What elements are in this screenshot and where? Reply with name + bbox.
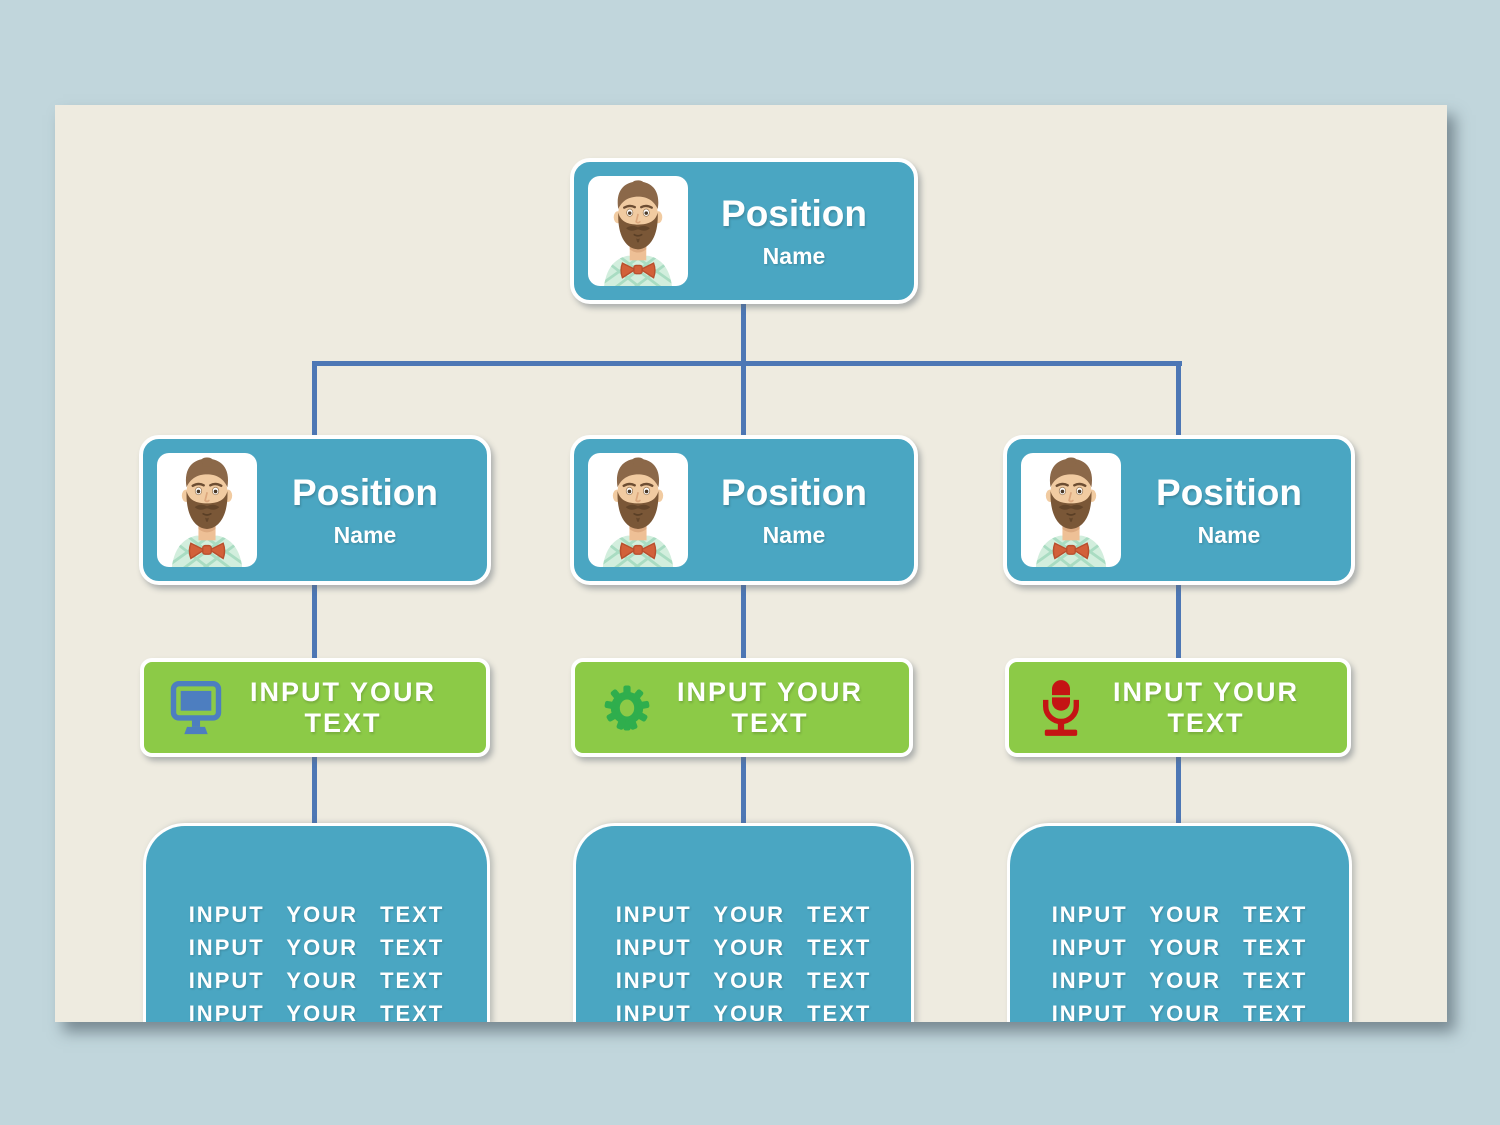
avatar-man-icon (588, 453, 688, 567)
text-box-lines: INPUT YOUR TEXT INPUT YOUR TEXT INPUT YO… (1010, 898, 1349, 1022)
label-bar-text[interactable]: INPUT YOUR TEXT (1112, 676, 1300, 738)
text-box-lines: INPUT YOUR TEXT INPUT YOUR TEXT INPUT YO… (146, 898, 487, 1022)
monitor-icon (168, 676, 224, 740)
label-bar-text[interactable]: INPUT YOUR TEXT (249, 676, 437, 738)
org-card-left[interactable]: Position Name (139, 435, 491, 585)
name-label[interactable]: Name (333, 521, 397, 548)
label-bar-right[interactable]: INPUT YOUR TEXT (1005, 658, 1351, 757)
card-text: Position Name (688, 474, 900, 547)
text-line[interactable]: INPUT YOUR TEXT (1051, 935, 1308, 960)
label-bar-text[interactable]: INPUT YOUR TEXT (676, 676, 864, 738)
card-text: Position Name (688, 195, 900, 268)
card-text: Position Name (257, 474, 473, 547)
avatar-man-icon (588, 176, 688, 286)
avatar-photo (588, 176, 688, 286)
connector-root-vertical (741, 302, 746, 364)
avatar-photo (588, 453, 688, 567)
text-line[interactable]: INPUT YOUR TEXT (188, 1001, 445, 1022)
avatar-photo (157, 453, 257, 567)
slide-canvas: Position Name Position Name Position Nam… (55, 105, 1447, 1022)
connector-left-vertical (312, 361, 317, 437)
label-bar-left[interactable]: INPUT YOUR TEXT (140, 658, 490, 757)
connector-right-vertical (1176, 361, 1181, 437)
name-label[interactable]: Name (762, 242, 826, 269)
position-title[interactable]: Position (721, 192, 867, 234)
avatar-man-icon (157, 453, 257, 567)
text-line[interactable]: INPUT YOUR TEXT (188, 935, 445, 960)
position-title[interactable]: Position (1156, 471, 1302, 513)
text-box-middle[interactable]: INPUT YOUR TEXT INPUT YOUR TEXT INPUT YO… (573, 823, 914, 1022)
text-line[interactable]: INPUT YOUR TEXT (188, 968, 445, 993)
text-line[interactable]: INPUT YOUR TEXT (188, 902, 445, 927)
avatar-man-icon (1021, 453, 1121, 567)
avatar-photo (1021, 453, 1121, 567)
text-line[interactable]: INPUT YOUR TEXT (1051, 902, 1308, 927)
text-line[interactable]: INPUT YOUR TEXT (1051, 968, 1308, 993)
org-card-middle[interactable]: Position Name (570, 435, 918, 585)
card-text: Position Name (1121, 474, 1337, 547)
text-line[interactable]: INPUT YOUR TEXT (615, 935, 872, 960)
text-line[interactable]: INPUT YOUR TEXT (1051, 1001, 1308, 1022)
text-line[interactable]: INPUT YOUR TEXT (615, 968, 872, 993)
connector-horizontal (312, 361, 1182, 366)
org-card-root[interactable]: Position Name (570, 158, 918, 304)
name-label[interactable]: Name (1197, 521, 1261, 548)
text-line[interactable]: INPUT YOUR TEXT (615, 902, 872, 927)
text-box-lines: INPUT YOUR TEXT INPUT YOUR TEXT INPUT YO… (576, 898, 911, 1022)
name-label[interactable]: Name (762, 521, 826, 548)
connector-mid-vertical (741, 361, 746, 437)
text-box-left[interactable]: INPUT YOUR TEXT INPUT YOUR TEXT INPUT YO… (143, 823, 490, 1022)
position-title[interactable]: Position (292, 471, 438, 513)
org-card-right[interactable]: Position Name (1003, 435, 1355, 585)
label-bar-middle[interactable]: INPUT YOUR TEXT (571, 658, 913, 757)
position-title[interactable]: Position (721, 471, 867, 513)
text-line[interactable]: INPUT YOUR TEXT (615, 1001, 872, 1022)
microphone-icon (1033, 676, 1089, 740)
gear-icon (599, 676, 655, 740)
text-box-right[interactable]: INPUT YOUR TEXT INPUT YOUR TEXT INPUT YO… (1007, 823, 1352, 1022)
